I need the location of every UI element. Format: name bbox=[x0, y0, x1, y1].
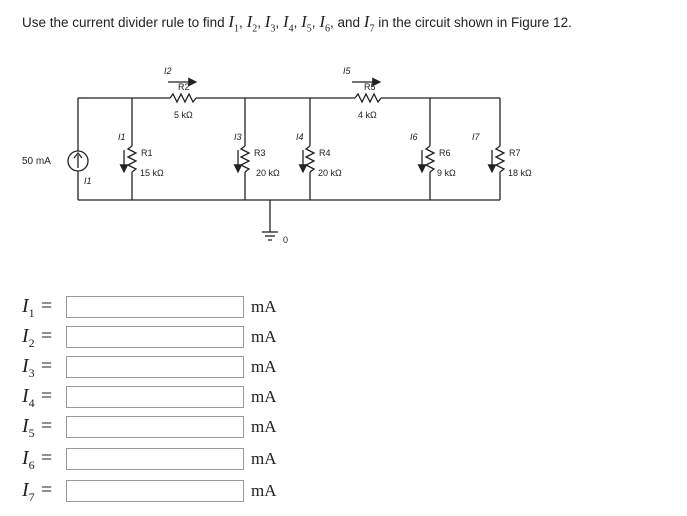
current-label-i2: I2 bbox=[164, 66, 172, 76]
resistor-value-r1: 15 kΩ bbox=[140, 168, 164, 178]
var-i3: I3 bbox=[264, 12, 276, 35]
answer-row-i5: I5 = mA bbox=[22, 415, 277, 440]
resistor-label-r6: R6 bbox=[439, 148, 451, 158]
current-label-i6: I6 bbox=[410, 132, 418, 142]
answer-label-i5: I5 = bbox=[22, 415, 54, 440]
answer-unit-i1: mA bbox=[251, 297, 277, 316]
ground-label: 0 bbox=[283, 235, 288, 245]
answer-input-i5[interactable] bbox=[66, 416, 244, 438]
resistor-value-r7: 18 kΩ bbox=[508, 168, 532, 178]
current-label-i7: I7 bbox=[472, 132, 481, 142]
answer-input-i7[interactable] bbox=[66, 480, 244, 502]
answer-input-i4[interactable] bbox=[66, 386, 244, 408]
source-label: 50 mA bbox=[22, 156, 51, 167]
answer-input-i3[interactable] bbox=[66, 356, 244, 378]
resistor-value-r3: 20 kΩ bbox=[256, 168, 280, 178]
answer-label-i3: I3 = bbox=[22, 355, 54, 380]
current-label-i1: I1 bbox=[118, 132, 126, 142]
answer-label-i2: I2 = bbox=[22, 325, 54, 350]
resistor-label-r2: R2 bbox=[178, 82, 190, 92]
resistor-value-r6: 9 kΩ bbox=[437, 168, 456, 178]
resistor-label-r7: R7 bbox=[509, 148, 521, 158]
answer-row-i7: I7 = mA bbox=[22, 479, 277, 504]
answer-label-i4: I4 = bbox=[22, 385, 54, 410]
question-suffix: in the circuit shown in Figure 12. bbox=[378, 15, 572, 30]
resistor-value-r5: 4 kΩ bbox=[358, 110, 377, 120]
answer-label-i1: I1 = bbox=[22, 295, 54, 320]
var-i2: I2 bbox=[246, 12, 258, 35]
current-label-i3: I3 bbox=[234, 132, 242, 142]
answer-unit-i3: mA bbox=[251, 357, 277, 376]
answer-unit-i5: mA bbox=[251, 417, 277, 436]
circuit-diagram: 50 mA I1 I2 R2 5 kΩ I5 R5 4 kΩ I1 R1 15 … bbox=[22, 66, 532, 245]
answer-input-i2[interactable] bbox=[66, 326, 244, 348]
resistor-label-r4: R4 bbox=[319, 148, 331, 158]
current-label-i1-source: I1 bbox=[84, 176, 92, 186]
answer-unit-i7: mA bbox=[251, 481, 277, 500]
answer-row-i6: I6 = mA bbox=[22, 447, 277, 472]
current-label-i5: I5 bbox=[343, 66, 352, 76]
question-text: Use the current divider rule to find I1,… bbox=[22, 12, 572, 35]
var-i5: I5 bbox=[301, 12, 312, 35]
resistor-label-r1: R1 bbox=[141, 148, 153, 158]
var-i6: I6 bbox=[319, 12, 330, 35]
resistor-value-r2: 5 kΩ bbox=[174, 110, 193, 120]
current-label-i4: I4 bbox=[296, 132, 304, 142]
resistor-label-r3: R3 bbox=[254, 148, 266, 158]
answer-label-i6: I6 = bbox=[22, 447, 54, 472]
answer-unit-i2: mA bbox=[251, 327, 277, 346]
answer-input-i6[interactable] bbox=[66, 448, 244, 470]
answer-row-i2: I2 = mA bbox=[22, 325, 277, 350]
resistor-value-r4: 20 kΩ bbox=[318, 168, 342, 178]
var-i4: I4 bbox=[282, 12, 294, 35]
answer-unit-i4: mA bbox=[251, 387, 277, 406]
question-and: and bbox=[337, 15, 361, 30]
answer-row-i4: I4 = mA bbox=[22, 385, 277, 410]
question-prefix: Use the current divider rule to find bbox=[22, 15, 225, 30]
answer-input-i1[interactable] bbox=[66, 296, 244, 318]
answer-unit-i6: mA bbox=[251, 449, 277, 468]
resistor-label-r5: R5 bbox=[364, 82, 376, 92]
answer-row-i1: I1 = mA bbox=[22, 295, 277, 320]
answer-label-i7: I7 = bbox=[22, 479, 54, 504]
answer-row-i3: I3 = mA bbox=[22, 355, 277, 380]
var-i7: I7 bbox=[363, 12, 375, 35]
var-i1: I1 bbox=[228, 12, 240, 35]
